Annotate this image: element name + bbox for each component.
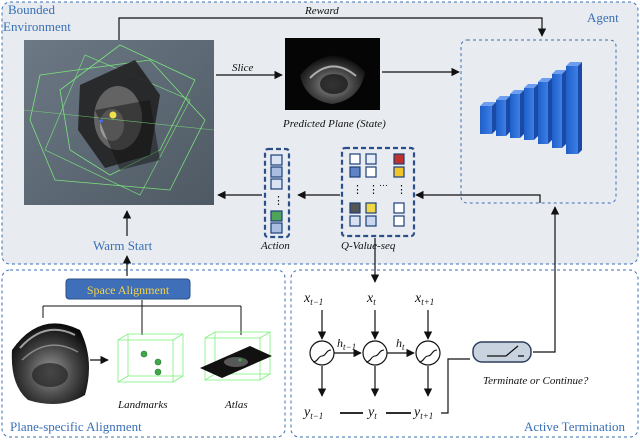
rnn-output-2: yt+1 (412, 405, 433, 421)
rnn-cell-0 (309, 340, 335, 366)
warm-start-label: Warm Start (93, 238, 153, 253)
reward-label: Reward (304, 5, 339, 17)
rnn-hidden-1: ht (396, 336, 405, 352)
rnn-input-0: xt−1 (303, 291, 323, 307)
svg-text:⋮: ⋮ (273, 195, 284, 207)
agent-box (460, 39, 617, 204)
environment-render (23, 40, 215, 205)
space-alignment-label: Space Alignment (87, 283, 170, 297)
space-alignment-box: Space Alignment (65, 278, 191, 300)
q-value-seq-label: Q-Value-seq (341, 240, 396, 252)
rnn-cell-2 (415, 340, 441, 366)
rnn-input-2: xt+1 (414, 291, 434, 307)
rnn-hidden-0: ht−1 (337, 336, 356, 352)
predicted-plane-label: Predicted Plane (State) (282, 118, 386, 130)
landmarks-cube (117, 333, 184, 383)
terminate-switch (472, 341, 532, 363)
active-termination-label: Active Termination (524, 419, 626, 434)
atlas-label: Atlas (224, 399, 248, 411)
q-value-seq-box: ⋮ ⋮ ⋮ … (340, 146, 416, 238)
bounded-environment-label-2: Environment (3, 19, 71, 34)
svg-text:…: … (379, 178, 388, 188)
slice-label: Slice (232, 62, 253, 74)
bounded-environment-label-1: Bounded (8, 2, 55, 17)
action-box: ⋮ (263, 147, 291, 239)
agent-label: Agent (587, 10, 619, 25)
svg-text:⋮: ⋮ (396, 184, 407, 196)
ultrasound-volume-image (11, 323, 89, 404)
terminate-or-continue-label: Terminate or Continue? (483, 375, 589, 387)
svg-text:⋮: ⋮ (352, 184, 363, 196)
landmarks-label: Landmarks (117, 399, 168, 411)
action-label: Action (260, 240, 290, 252)
rnn-output-0: yt−1 (302, 405, 323, 421)
svg-text:⋮: ⋮ (368, 184, 379, 196)
rnn-output-1: yt (366, 405, 377, 421)
atlas-cube (200, 331, 272, 381)
plane-specific-alignment-label: Plane-specific Alignment (10, 419, 142, 434)
rnn-cell-1 (362, 340, 388, 366)
predicted-plane-image (285, 38, 380, 110)
agent-network (480, 62, 582, 154)
rnn-input-1: xt (366, 291, 376, 307)
